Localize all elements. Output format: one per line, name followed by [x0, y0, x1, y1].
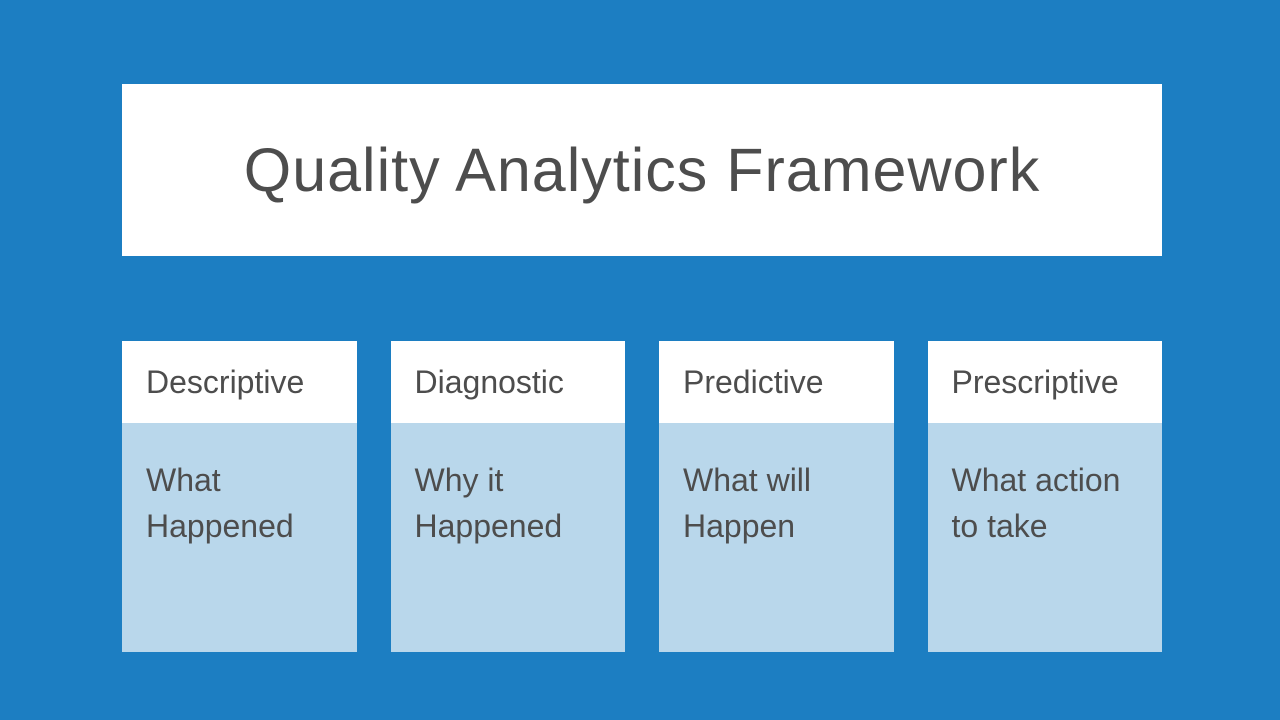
card-body-text: What will Happen — [659, 423, 894, 652]
card-header-label: Diagnostic — [390, 341, 625, 423]
slide-title: Quality Analytics Framework — [243, 136, 1041, 204]
card-header-label: Descriptive — [122, 341, 357, 423]
card-diagnostic: Diagnostic Why it Happened — [390, 341, 625, 652]
card-body-text: What action to take — [927, 423, 1162, 652]
title-banner: Quality Analytics Framework — [122, 84, 1162, 256]
card-header-label: Prescriptive — [927, 341, 1162, 423]
card-header-label: Predictive — [659, 341, 894, 423]
card-prescriptive: Prescriptive What action to take — [927, 341, 1162, 652]
card-descriptive: Descriptive What Happened — [122, 341, 357, 652]
card-predictive: Predictive What will Happen — [659, 341, 894, 652]
framework-cards-row: Descriptive What Happened Diagnostic Why… — [122, 341, 1162, 652]
card-body-text: What Happened — [122, 423, 357, 652]
card-body-text: Why it Happened — [390, 423, 625, 652]
